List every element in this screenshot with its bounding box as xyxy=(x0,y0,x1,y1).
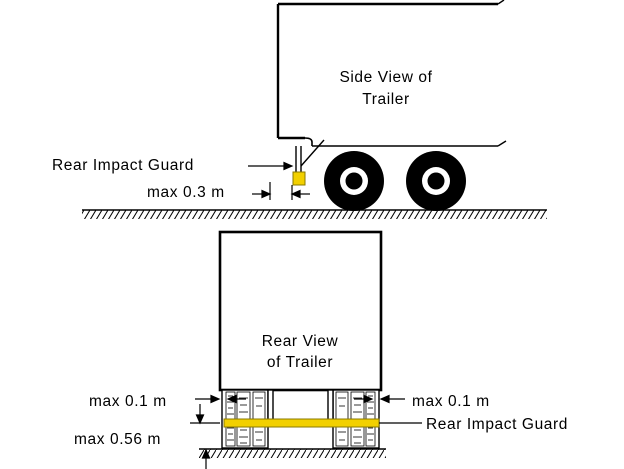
rear-ground xyxy=(199,448,386,458)
side-guard-label: Rear Impact Guard xyxy=(52,157,194,174)
rear-impact-guard-rear xyxy=(223,418,380,428)
rear-right-width-label: max 0.1 m xyxy=(412,393,490,410)
side-offset-dimension xyxy=(252,182,310,200)
rear-left-width-dimension xyxy=(195,394,246,404)
wheel-rear xyxy=(406,151,466,211)
trailer-body-rear xyxy=(218,230,383,392)
rear-guard-label: Rear Impact Guard xyxy=(426,416,568,433)
rear-impact-guard-side xyxy=(292,171,306,186)
side-ground xyxy=(82,209,547,219)
side-view: Side View of Trailer Rear Impact Guard m… xyxy=(52,0,547,219)
side-view-title-line1: Side View of xyxy=(339,69,432,86)
guard-support-side xyxy=(295,139,325,172)
rear-right-width-dimension xyxy=(354,394,405,404)
wheel-front xyxy=(324,151,384,211)
rear-view-title-line1: Rear View xyxy=(262,333,339,350)
rear-height-label: max 0.56 m xyxy=(74,431,161,448)
side-view-title-line2: Trailer xyxy=(362,91,410,108)
rear-view-title-line2: of Trailer xyxy=(267,354,333,371)
trailer-body-side xyxy=(276,0,507,147)
rear-view: Rear View of Trailer max 0.1 m max 0.1 m… xyxy=(74,230,568,469)
rear-height-dimension xyxy=(190,404,220,469)
rear-left-width-label: max 0.1 m xyxy=(89,393,167,410)
side-offset-label: max 0.3 m xyxy=(147,184,225,201)
side-guard-leader xyxy=(248,161,294,171)
guard-supports-rear xyxy=(267,389,334,421)
